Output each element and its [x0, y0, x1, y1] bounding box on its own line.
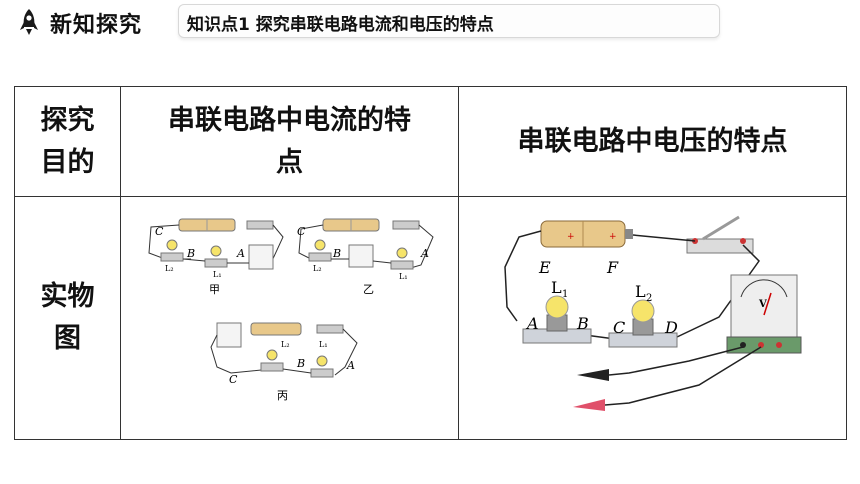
label-l2-sub: 2	[646, 293, 652, 304]
label-c: C	[613, 318, 625, 337]
lamp-icon	[210, 245, 222, 257]
ammeter-icon	[248, 244, 274, 270]
label-l2: L₂	[281, 340, 290, 349]
table-row-header-diagram: 实物 图	[14, 196, 121, 440]
current-circuit-cell: C B A L₂ L₁ 甲	[120, 196, 459, 440]
current-circuit-diagram: C B A L₂ L₁ 甲	[148, 218, 434, 402]
comparison-table: 探究 目的 串联电路中电流的特 点 串联电路中电压的特点 实物 图	[14, 86, 847, 440]
caption-yi: 乙	[363, 283, 374, 296]
label-c: C	[155, 225, 164, 238]
voltage-circuit-cell: + +	[458, 196, 847, 440]
lamp-icon	[166, 239, 178, 251]
lamp-icon	[396, 247, 408, 259]
label-l1: L₁	[399, 272, 408, 281]
circuit-yi: C B A L₂ L₁ 乙	[297, 218, 434, 296]
lamp-l1	[522, 295, 592, 344]
voltmeter-icon: V	[726, 274, 802, 354]
voltmeter-label: V	[758, 299, 767, 310]
topic-box: 知识点1 探究串联电路电流和电压的特点	[178, 4, 720, 38]
svg-text:+: +	[567, 232, 575, 242]
voltage-circuit-diagram: + +	[504, 215, 802, 411]
lamp-icon	[316, 355, 328, 367]
circuit-bing: C B A L₂ L₁ 丙	[210, 322, 358, 402]
battery-icon	[250, 322, 302, 336]
header-voltage: 串联电路中电压的特点	[517, 125, 788, 157]
label-b: B	[576, 314, 589, 333]
switch-icon	[392, 220, 420, 230]
black-clip-icon	[577, 369, 609, 381]
label-a: A	[236, 247, 245, 260]
label-f: F	[606, 258, 619, 277]
switch-icon	[686, 215, 754, 254]
label-l2: L	[635, 282, 646, 301]
switch-icon	[246, 220, 274, 230]
label-e: E	[538, 258, 551, 277]
label-d: D	[664, 318, 678, 337]
caption-jia: 甲	[209, 283, 220, 296]
label-l1: L	[551, 278, 562, 297]
label-c: C	[229, 373, 238, 386]
battery-icon: + +	[540, 220, 633, 248]
header-purpose-line1: 探究	[40, 104, 95, 136]
svg-text:+: +	[609, 232, 617, 242]
switch-icon	[316, 324, 344, 334]
ammeter-icon	[216, 322, 242, 348]
row-header-line1: 实物	[40, 281, 95, 312]
header: 新知探究 知识点1 探究串联电路电流和电压的特点	[0, 0, 860, 42]
circuit-jia: C B A L₂ L₁ 甲	[148, 218, 284, 296]
label-l1: L₁	[213, 270, 222, 279]
caption-bing: 丙	[277, 389, 288, 402]
header-purpose-line2: 目的	[40, 146, 95, 178]
label-b: B	[332, 247, 341, 260]
table-header-purpose: 探究 目的	[14, 86, 121, 197]
label-b: B	[296, 357, 305, 370]
lamp-l2	[608, 299, 678, 348]
rocket-icon	[20, 9, 38, 35]
lamp-icon	[314, 239, 326, 251]
label-l1-sub: 1	[562, 289, 568, 300]
header-current-line2: 点	[276, 146, 303, 178]
ammeter-icon	[348, 244, 374, 268]
label-b: B	[186, 247, 195, 260]
table-header-voltage: 串联电路中电压的特点	[458, 86, 847, 197]
topic-title: 知识点1 探究串联电路电流和电压的特点	[187, 15, 494, 35]
label-l2: L₂	[313, 264, 322, 273]
row-header-line2: 图	[54, 323, 81, 354]
section-title: 新知探究	[50, 13, 143, 38]
label-a: A	[420, 247, 429, 260]
red-clip-icon	[573, 399, 605, 411]
label-l2: L₂	[165, 264, 174, 273]
label-a: A	[346, 359, 355, 372]
lamp-icon	[266, 349, 278, 361]
label-l1: L₁	[319, 340, 328, 349]
label-a: A	[525, 314, 539, 333]
label-c: C	[297, 225, 306, 238]
header-current-line1: 串联电路中电流的特	[168, 104, 411, 136]
table-header-current: 串联电路中电流的特 点	[120, 86, 459, 197]
